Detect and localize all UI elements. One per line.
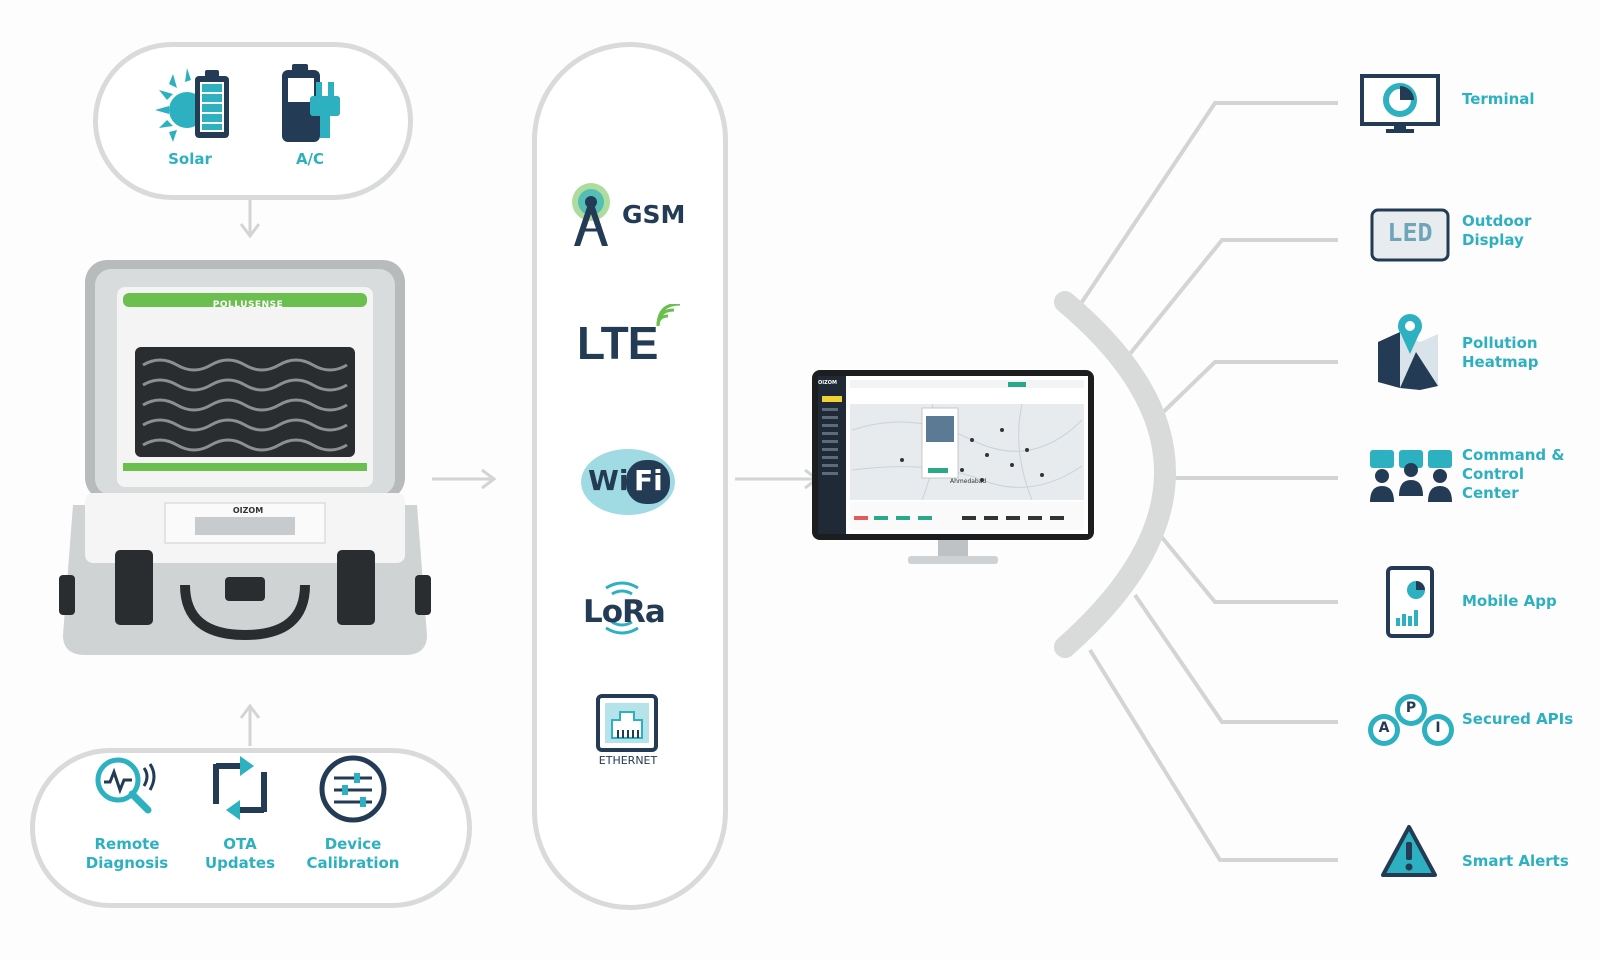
ac-plug-battery-icon	[282, 64, 340, 142]
solar-battery-icon	[155, 68, 229, 142]
remote-diagnosis-label: Remote Diagnosis	[85, 835, 169, 872]
heatmap-pin-icon	[1378, 314, 1438, 390]
ota-updates-label: OTA Updates	[204, 835, 276, 872]
wifi-badge-icon	[581, 449, 675, 515]
device-logo: OIZOM	[232, 506, 264, 515]
ota-updates-icon	[213, 756, 267, 820]
lte-signal-icon	[656, 304, 681, 327]
output-label-terminal: Terminal	[1462, 90, 1535, 108]
api-gears-icon	[1368, 694, 1454, 746]
ethernet-port-icon	[596, 694, 658, 752]
ac-label: A/C	[295, 150, 325, 168]
bracket-arc	[1054, 291, 1176, 658]
output-label-outdoor-display: Outdoor Display	[1462, 212, 1532, 249]
wifi-label-wi: Wi	[588, 464, 629, 497]
pollusense-device-case	[59, 260, 431, 655]
led-display-icon	[1370, 208, 1450, 262]
api-letter-a: A	[1378, 720, 1390, 736]
command-center-icon	[1370, 450, 1452, 502]
ethernet-label: ETHERNET	[598, 754, 658, 767]
output-label-secured-apis: Secured APIs	[1462, 710, 1574, 728]
output-label-mobile-app: Mobile App	[1462, 592, 1557, 610]
remote-diagnosis-icon	[95, 757, 156, 814]
terminal-icon	[1360, 74, 1440, 133]
alert-triangle-icon	[1381, 825, 1437, 877]
device-calibration-icon	[319, 755, 387, 823]
output-label-smart-alerts: Smart Alerts	[1462, 852, 1569, 870]
lora-label: LoRa	[583, 594, 666, 630]
lte-label: LTE	[577, 317, 658, 369]
power-source-group	[93, 42, 413, 200]
fan-out-lines	[1078, 101, 1338, 862]
wifi-label-fi: Fi	[634, 464, 663, 497]
gsm-label: GSM	[622, 200, 686, 229]
solar-label: Solar	[168, 150, 212, 168]
device-brand-label: POLLUSENSE	[212, 300, 284, 310]
output-label-pollution-heatmap: Pollution Heatmap	[1462, 334, 1539, 371]
dashboard-logo: OIZOM	[818, 380, 837, 386]
output-label-command-control: Command & Control Center	[1462, 446, 1565, 502]
dashboard-monitor	[812, 370, 1094, 564]
dashboard-map-city: Ahmedabad	[950, 478, 987, 485]
mobile-app-icon	[1386, 566, 1434, 638]
api-letter-i: I	[1435, 720, 1441, 736]
lora-waves-icon	[605, 581, 639, 635]
led-display-text: LED	[1387, 218, 1433, 247]
gsm-tower-icon	[572, 183, 610, 246]
device-calibration-label: Device Calibration	[306, 835, 400, 872]
device-services-group	[30, 748, 472, 908]
api-letter-p: P	[1405, 700, 1417, 716]
